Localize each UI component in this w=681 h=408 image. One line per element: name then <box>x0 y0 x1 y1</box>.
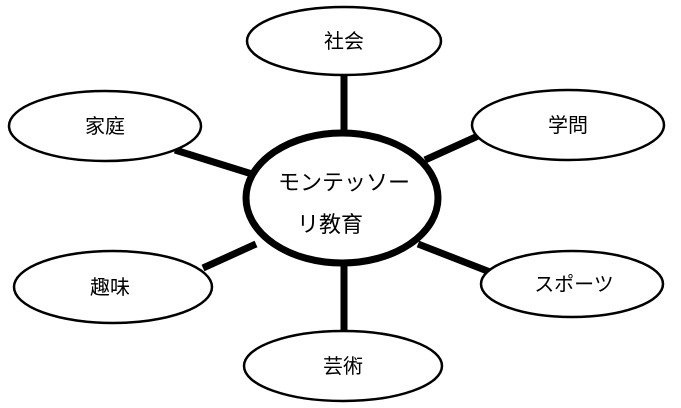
node-geijutsu-label: 芸術 <box>323 354 363 378</box>
node-shumi-label: 趣味 <box>90 275 130 299</box>
node-center-label-line2: リ教育 <box>297 213 363 238</box>
node-gakumon: 学問 <box>470 88 666 162</box>
node-shakai-shape <box>245 5 443 77</box>
node-center-shape <box>242 129 442 267</box>
connector-shumi <box>201 240 258 272</box>
node-center-label-line1: モンテッソー <box>278 171 410 196</box>
node-shumi-shape <box>12 249 214 325</box>
node-shumi: 趣味 <box>12 249 214 325</box>
node-gakumon-shape <box>470 88 666 162</box>
node-katei-label: 家庭 <box>85 114 125 138</box>
node-geijutsu: 芸術 <box>242 329 444 403</box>
node-sports-shape <box>479 249 665 319</box>
node-sports: スポーツ <box>479 249 665 319</box>
node-katei-shape <box>7 89 203 163</box>
connector-katei <box>173 146 254 178</box>
node-sports-label: スポーツ <box>534 272 614 296</box>
node-katei: 家庭 <box>7 89 203 163</box>
node-geijutsu-shape <box>242 329 444 403</box>
node-gakumon-label: 学問 <box>548 113 588 137</box>
connector-sports <box>416 240 492 276</box>
connector-gakumon <box>423 132 480 164</box>
node-shakai: 社会 <box>245 5 443 77</box>
node-shakai-label: 社会 <box>324 29 364 53</box>
connectors <box>173 75 492 330</box>
node-center: モンテッソー リ教育 <box>242 129 442 267</box>
